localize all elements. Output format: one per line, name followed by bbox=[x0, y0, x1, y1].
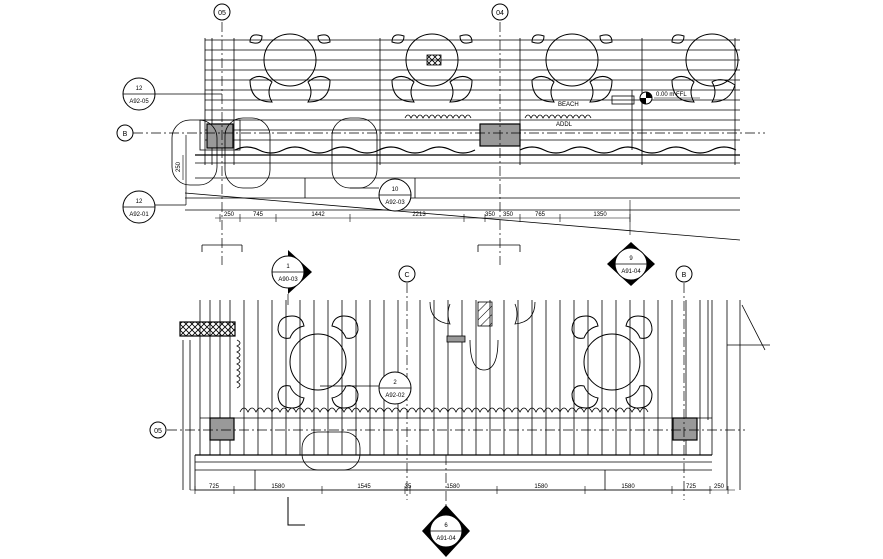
svg-text:1580: 1580 bbox=[271, 484, 285, 490]
grid-bubble-B-lower: B bbox=[675, 265, 693, 283]
svg-text:C: C bbox=[404, 272, 409, 279]
svg-text:35: 35 bbox=[405, 484, 412, 490]
note-label: ADDL bbox=[556, 122, 573, 128]
table-cluster-4 bbox=[671, 33, 739, 103]
table-cluster-2 bbox=[391, 33, 473, 103]
column-pier bbox=[206, 123, 234, 149]
section-tag-3: 10 A92-03 bbox=[350, 178, 412, 212]
svg-text:1545: 1545 bbox=[357, 484, 371, 490]
lower-plan bbox=[179, 300, 770, 491]
svg-text:1: 1 bbox=[286, 264, 290, 270]
bottom-dimension-string bbox=[190, 486, 735, 494]
svg-text:350: 350 bbox=[503, 212, 514, 218]
svg-text:12: 12 bbox=[136, 199, 143, 205]
note-label: BEACH bbox=[558, 102, 579, 108]
svg-text:A91-04: A91-04 bbox=[621, 269, 641, 275]
grid-bubble-C-lower: C bbox=[398, 265, 416, 283]
ffl-label: 0.00 m FFL bbox=[656, 92, 687, 98]
svg-text:725: 725 bbox=[686, 484, 697, 490]
svg-text:250: 250 bbox=[714, 484, 725, 490]
deck-boards-horizontal bbox=[205, 39, 740, 141]
svg-text:765: 765 bbox=[535, 212, 546, 218]
svg-text:1580: 1580 bbox=[534, 484, 548, 490]
bottom-dimension-labels: 725 1580 1545 35 1580 1580 1580 725 250 bbox=[209, 484, 725, 490]
svg-text:745: 745 bbox=[253, 212, 264, 218]
svg-text:2: 2 bbox=[393, 380, 397, 386]
svg-text:6: 6 bbox=[444, 523, 448, 529]
table-cluster-5 bbox=[277, 315, 359, 409]
svg-text:B: B bbox=[123, 131, 128, 138]
dimension-250: 250 bbox=[176, 155, 184, 180]
svg-text:350: 350 bbox=[485, 212, 496, 218]
table-cluster-1 bbox=[249, 33, 331, 103]
column-pier bbox=[672, 417, 698, 441]
grid-lines-upper bbox=[133, 22, 765, 265]
svg-text:A92-02: A92-02 bbox=[385, 393, 405, 399]
svg-text:250: 250 bbox=[176, 161, 182, 172]
section-tag-4: 2 A92-02 bbox=[320, 371, 412, 405]
svg-text:A92-05: A92-05 bbox=[129, 99, 149, 105]
section-tag-1: 12 A92-05 bbox=[122, 77, 222, 111]
svg-text:1442: 1442 bbox=[311, 212, 325, 218]
table-cluster-3 bbox=[531, 33, 613, 103]
svg-text:1350: 1350 bbox=[593, 212, 607, 218]
svg-text:05: 05 bbox=[218, 10, 226, 17]
svg-text:1580: 1580 bbox=[446, 484, 460, 490]
top-dimension-labels: 250 745 1442 2213 350 350 765 1350 bbox=[224, 212, 607, 218]
svg-text:B: B bbox=[682, 272, 687, 279]
svg-text:725: 725 bbox=[209, 484, 220, 490]
top-dimension-string bbox=[215, 200, 631, 235]
elevation-marker-1: 1 A90-03 bbox=[271, 250, 312, 305]
svg-text:12: 12 bbox=[136, 86, 143, 92]
svg-text:250: 250 bbox=[224, 212, 235, 218]
svg-text:2213: 2213 bbox=[412, 212, 426, 218]
break-marks bbox=[201, 244, 521, 252]
grid-bubble-05-top: 05 bbox=[213, 3, 231, 21]
section-tag-2: 12 A92-01 bbox=[122, 135, 187, 224]
hatched-panel bbox=[179, 321, 236, 337]
grid-bubble-04-top: 04 bbox=[491, 3, 509, 21]
svg-text:10: 10 bbox=[392, 187, 399, 193]
elevation-marker-2: 9 A91-04 bbox=[607, 242, 655, 286]
table-cluster-6 bbox=[571, 315, 653, 409]
column-pier bbox=[209, 417, 235, 441]
deck-boards-vertical bbox=[199, 300, 713, 455]
svg-text:A90-03: A90-03 bbox=[278, 277, 298, 283]
svg-text:9: 9 bbox=[629, 256, 633, 262]
svg-text:A92-01: A92-01 bbox=[129, 212, 149, 218]
grid-bubble-05-lower: 05 bbox=[149, 421, 167, 439]
grid-bubble-B-top: B bbox=[116, 124, 134, 142]
svg-text:04: 04 bbox=[496, 10, 504, 17]
leader-line bbox=[287, 497, 305, 526]
svg-text:A91-04: A91-04 bbox=[436, 536, 456, 542]
svg-text:1580: 1580 bbox=[621, 484, 635, 490]
svg-text:A92-03: A92-03 bbox=[385, 200, 405, 206]
level-marker: 0.00 m FFL bbox=[639, 91, 700, 105]
elevation-marker-3: 6 A91-04 bbox=[422, 505, 470, 557]
upper-plan bbox=[171, 38, 741, 241]
svg-text:05: 05 bbox=[154, 428, 162, 435]
